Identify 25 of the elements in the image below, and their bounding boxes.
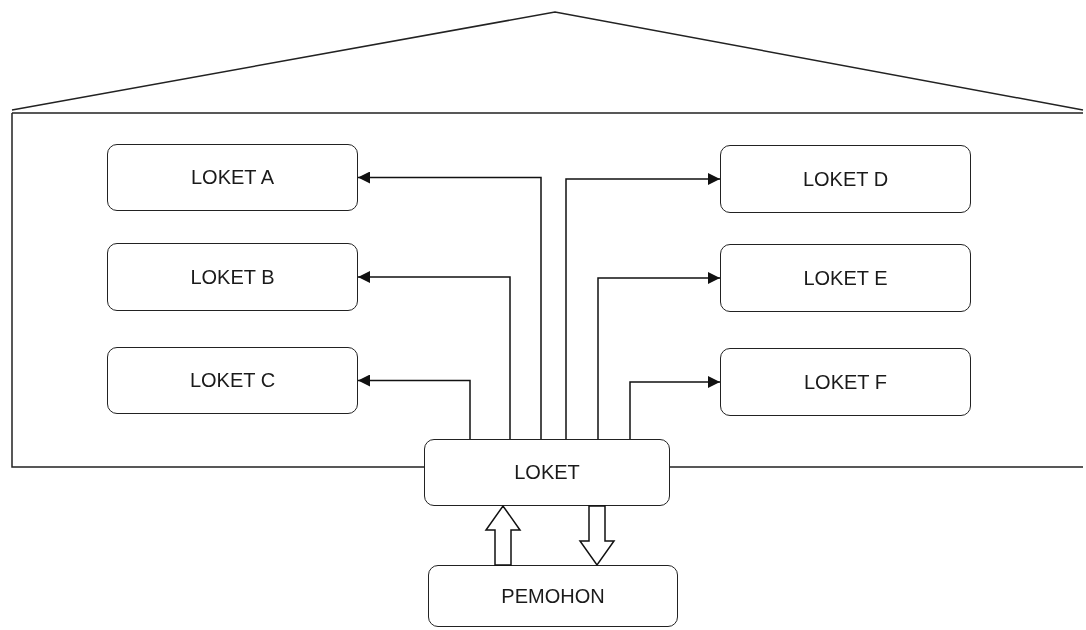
process-box <box>107 144 358 211</box>
box-label: LOKET B <box>190 265 275 289</box>
process-box <box>424 439 670 506</box>
building-outline <box>12 12 1083 467</box>
box-label: LOKET E <box>803 266 888 290</box>
box-label: PEMOHON <box>501 584 605 608</box>
process-box <box>720 145 971 213</box>
box-label: LOKET <box>514 461 580 484</box>
box-label: LOKET F <box>804 370 887 394</box>
process-box <box>107 243 358 311</box>
process-box <box>720 244 971 312</box>
box-label: LOKET C <box>189 369 276 392</box>
block-arrow <box>484 504 522 566</box>
box-label: LOKET A <box>191 166 274 189</box>
arrow <box>357 374 471 440</box>
block-arrow <box>578 505 616 567</box>
arrow <box>357 171 542 440</box>
arrow <box>629 376 721 440</box>
process-box <box>428 565 678 627</box>
arrow <box>597 272 721 440</box>
arrow <box>357 271 511 440</box>
process-box <box>107 347 358 414</box>
arrow <box>565 173 721 440</box>
box-label: LOKET D <box>802 167 889 191</box>
process-box <box>720 348 971 416</box>
